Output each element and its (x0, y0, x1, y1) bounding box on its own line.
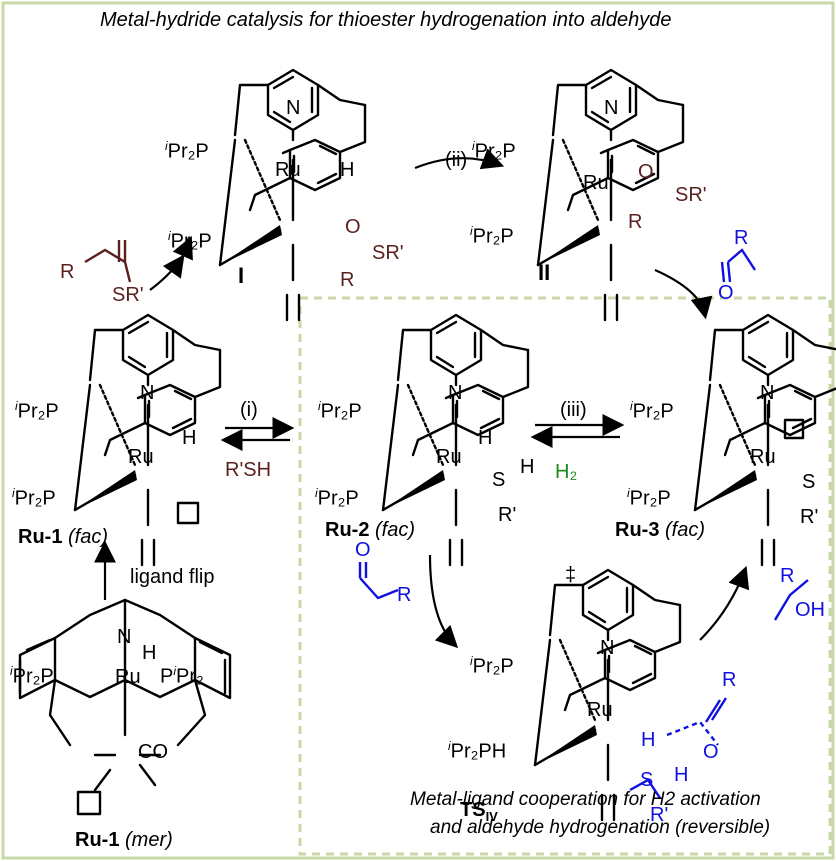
h-label-mer: H (142, 642, 157, 664)
open-site-ru3 (783, 418, 805, 440)
n-label-ru1: N (140, 382, 155, 404)
r-label-alcohol: R (780, 565, 795, 587)
label-II: II (538, 260, 551, 285)
rp-label-ru2: R' (498, 504, 517, 526)
n-label-mer: N (117, 626, 132, 648)
ipr2p-label-mer-left: iPr₂P (10, 664, 54, 688)
thioester-r: R (60, 261, 75, 283)
ru-label-I: Ru (275, 159, 301, 181)
ipr2p-label-ru1-top: iPr₂P (15, 399, 59, 423)
r-label-ts: R (722, 669, 737, 691)
step-iii-label: (iii) (560, 399, 587, 421)
ipr2p-label-ru1-bot: iPr₂P (12, 486, 56, 510)
ts-label: TSIV (460, 799, 498, 824)
h-label-ru2: H (478, 427, 493, 449)
h-label-ts-1: H (641, 729, 656, 751)
caption-line-1: Metal-ligand cooperation for H2 activati… (410, 789, 761, 810)
h-label-ts-2: H (674, 764, 689, 786)
dashed-frame (298, 296, 832, 856)
n-label-ts: N (600, 637, 615, 659)
o-label-ald-top: O (718, 282, 734, 304)
open-site-ru1 (176, 501, 200, 525)
co-label-mer: CO (138, 741, 168, 763)
o-label-ald-left: O (355, 539, 371, 561)
r-label-I: R (340, 269, 355, 291)
ru3-label: Ru-3 (fac) (615, 519, 706, 541)
n-label-ru3: N (760, 382, 775, 404)
label-I: I (238, 263, 245, 288)
ipr2ph-label-ts: iPr₂PH (448, 739, 507, 763)
ru-label-mer: Ru (115, 666, 141, 688)
n-label-ru2: N (448, 382, 463, 404)
oh-label-alcohol: OH (795, 599, 825, 621)
h-label-I: H (340, 159, 355, 181)
n-label-II: N (604, 97, 619, 119)
ipr2p-label-ru2-bot: iPr₂P (315, 486, 359, 510)
aldehyde-product-top (720, 248, 757, 283)
ligand-flip-label: ligand flip (130, 566, 215, 588)
ipr2p-label-I-top: iPr₂P (165, 139, 209, 163)
rp-label-ru3: R' (800, 506, 819, 528)
r-label-ald-left: R (397, 584, 412, 606)
ppr2-label-mer-right: PiPr₂ (160, 664, 204, 688)
o-label-ts: O (703, 741, 719, 763)
s-label-ru3: S (802, 471, 816, 493)
o-label-II: O (638, 161, 654, 183)
o-label-I: O (345, 216, 361, 238)
ipr2p-label-ru3-top: iPr₂P (630, 399, 674, 423)
ru-label-ts: Ru (587, 699, 613, 721)
ru-label-ru1: Ru (128, 446, 154, 468)
scheme-title: Metal-hydride catalysis for thioester hy… (100, 9, 672, 31)
n-label-I: N (286, 97, 301, 119)
ipr2p-label-II-bot: iPr₂P (470, 224, 514, 248)
ru1-mer-label: Ru-1 (mer) (75, 829, 173, 851)
aldehyde-reactant-left (358, 562, 399, 600)
thioester-reactant (84, 240, 132, 283)
rp-label-ts: R' (650, 804, 669, 826)
sr-label-II: SR' (675, 184, 707, 206)
s-label-ru2: S (492, 469, 506, 491)
ipr2p-label-ru3-bot: iPr₂P (627, 486, 671, 510)
caption-line-2: and aldehyde hydrogenation (reversible) (430, 817, 771, 838)
ru-label-ru3: Ru (750, 446, 776, 468)
thioester-sr: SR' (112, 284, 144, 306)
s-label-ts: S (640, 769, 654, 791)
ru2-label: Ru-2 (fac) (325, 519, 416, 541)
rsh-reagent: R'SH (225, 459, 272, 481)
ipr2p-label-ru2-top: iPr₂P (318, 399, 362, 423)
ts-structure (533, 568, 682, 822)
ru-label-II: Ru (583, 172, 609, 194)
h-label-ru1: H (182, 427, 197, 449)
alcohol-product (773, 579, 809, 621)
ts-dagger: ‡ (565, 564, 577, 586)
step-ii-label: (ii) (445, 149, 468, 171)
r-label-ald-top: R (734, 227, 749, 249)
h2-reagent: H₂ (555, 461, 578, 483)
r-label-II: R (628, 211, 643, 233)
h-label-ru2-sh: H (520, 456, 535, 478)
step-i-label: (i) (240, 399, 258, 421)
ru-label-ru2: Ru (436, 446, 462, 468)
ipr2p-label-II-top: iPr₂P (472, 139, 516, 163)
ru1-mer-structure (18, 598, 232, 816)
ru1-fac-label: Ru-1 (fac) (18, 526, 109, 548)
ipr2p-label-ts: iPr₂P (470, 654, 514, 678)
sr-label-I: SR' (372, 242, 404, 264)
ipr2p-label-I-bot: iPr₂P (168, 229, 212, 253)
